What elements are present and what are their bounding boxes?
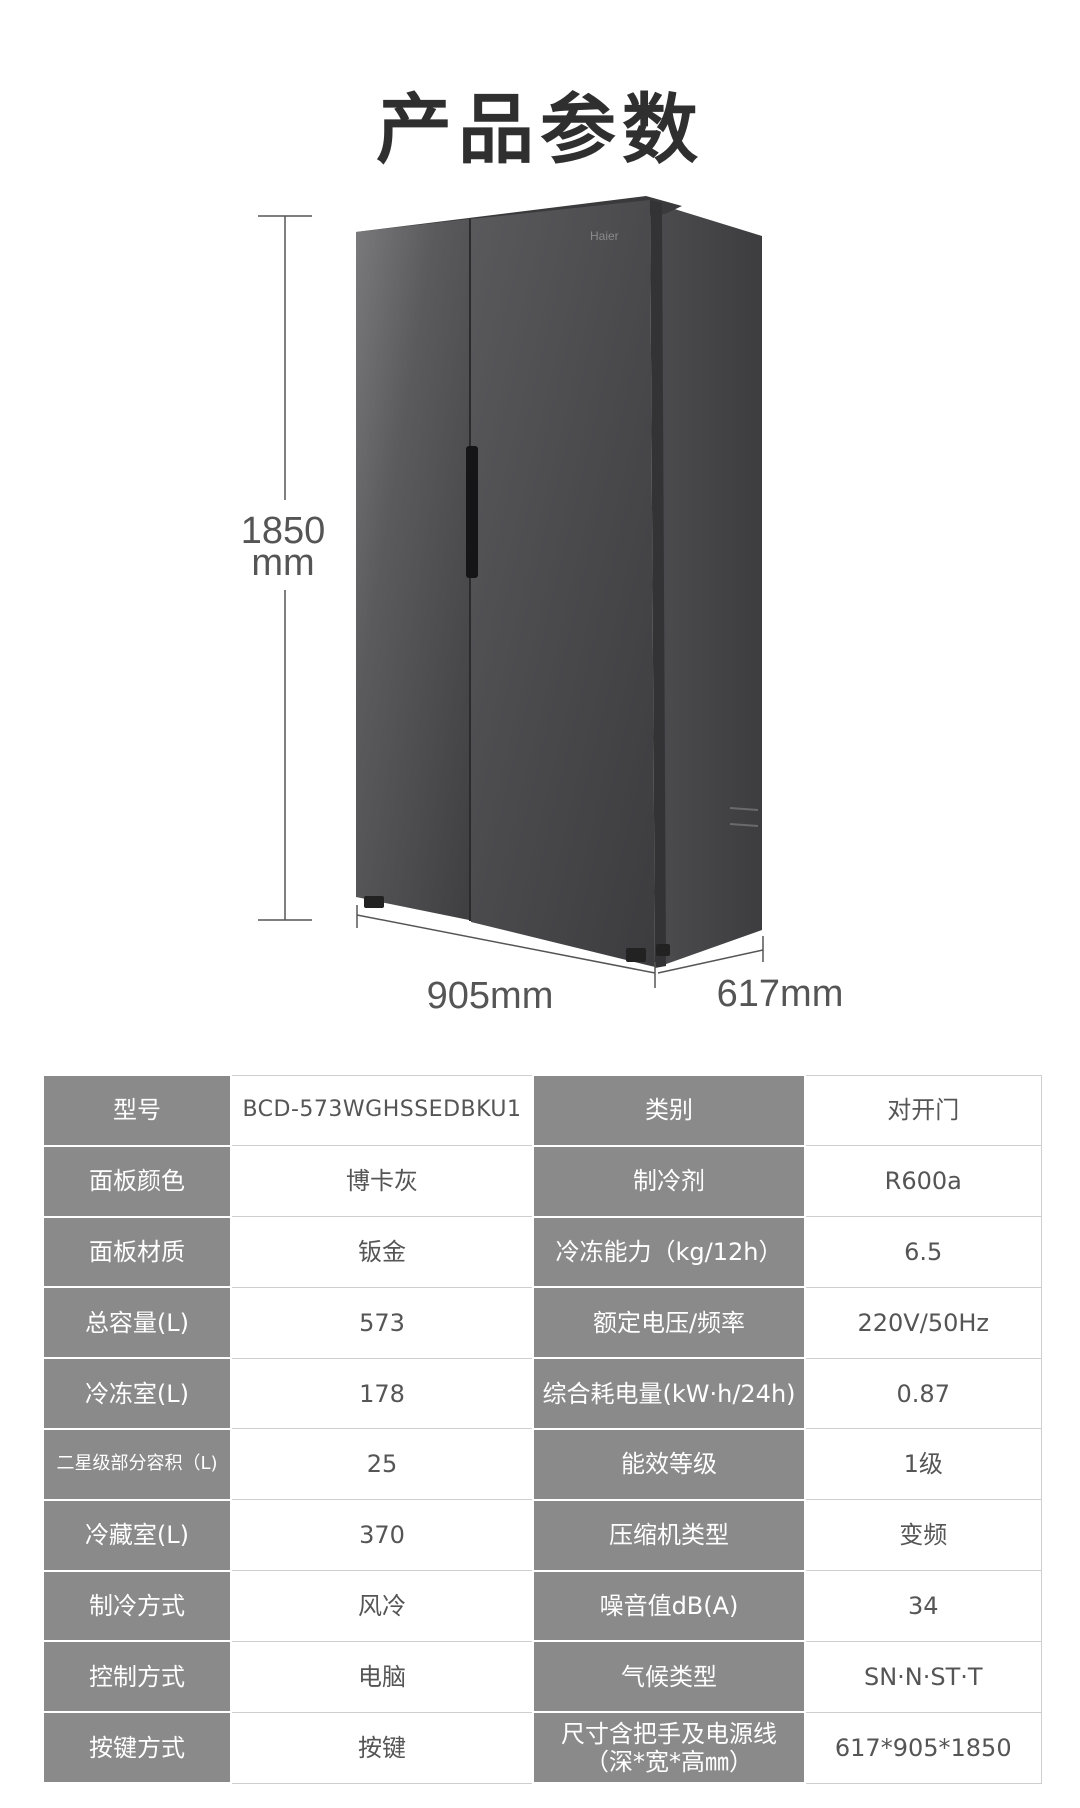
spec-label: 冷冻室(L) <box>42 1357 232 1430</box>
spec-value: 220V/50Hz <box>804 1286 1042 1359</box>
fridge-handle <box>466 446 478 578</box>
spec-value: 573 <box>230 1286 534 1359</box>
spec-value: 34 <box>804 1570 1042 1642</box>
fridge-left-door <box>356 219 469 920</box>
height-dimension-label: 1850 mm <box>228 510 338 584</box>
spec-label: 二星级部分容积（L) <box>42 1427 232 1501</box>
depth-dimension-line <box>657 936 764 974</box>
table-row: 冷冻室(L) 178 综合耗电量(kW·h/24h) 0.87 <box>42 1357 1042 1430</box>
table-row: 制冷方式 风冷 噪音值dB(A) 34 <box>42 1569 1042 1643</box>
spec-value: 对开门 <box>804 1074 1042 1147</box>
spec-value: SN·N·ST·T <box>804 1640 1042 1713</box>
spec-label: 噪音值dB(A) <box>532 1569 806 1643</box>
fridge-right-door <box>471 200 655 967</box>
spec-label: 压缩机类型 <box>532 1498 806 1572</box>
table-row: 二星级部分容积（L) 25 能效等级 1级 <box>42 1427 1042 1501</box>
spec-label: 气候类型 <box>532 1640 806 1714</box>
spec-value: 电脑 <box>230 1640 534 1713</box>
spec-value: BCD-573WGHSSEDBKU1 <box>230 1074 534 1147</box>
table-row: 按键方式 按键 尺寸含把手及电源线 （深*宽*高㎜） 617*905*1850 <box>42 1711 1042 1784</box>
spec-label: 类别 <box>532 1074 806 1147</box>
spec-value: 617*905*1850 <box>804 1711 1042 1784</box>
page-title: 产品参数 <box>376 85 704 174</box>
spec-label: 能效等级 <box>532 1427 806 1501</box>
spec-label: 按键方式 <box>42 1711 232 1784</box>
spec-label: 额定电压/频率 <box>532 1286 806 1360</box>
height-value: 1850 <box>240 510 326 552</box>
fridge-feet <box>364 896 670 962</box>
spec-value: 钣金 <box>230 1216 534 1288</box>
spec-label: 制冷方式 <box>42 1569 232 1643</box>
spec-value: 25 <box>230 1428 534 1501</box>
spec-label: 控制方式 <box>42 1640 232 1714</box>
side-vents <box>729 807 759 827</box>
spec-value: 6.5 <box>804 1216 1042 1288</box>
brand-logo: Haier <box>590 229 619 243</box>
spec-label: 冷藏室(L) <box>42 1498 232 1572</box>
spec-table: 型号 BCD-573WGHSSEDBKU1 类别 对开门 面板颜色 博卡灰 制冷… <box>42 1074 1042 1784</box>
spec-label: 冷冻能力（kg/12h） <box>532 1215 806 1289</box>
spec-value: 按键 <box>230 1711 534 1784</box>
height-dimension-line <box>258 215 312 921</box>
spec-value: 变频 <box>804 1499 1042 1572</box>
spec-label: 型号 <box>42 1074 232 1147</box>
table-row: 面板颜色 博卡灰 制冷剂 R600a <box>42 1144 1042 1218</box>
spec-value: 178 <box>230 1357 534 1430</box>
spec-label-dimensions: 尺寸含把手及电源线 （深*宽*高㎜） <box>532 1711 806 1784</box>
spec-label: 综合耗电量(kW·h/24h) <box>532 1357 806 1430</box>
spec-label: 面板颜色 <box>42 1144 232 1218</box>
spec-label: 制冷剂 <box>532 1144 806 1218</box>
table-row: 型号 BCD-573WGHSSEDBKU1 类别 对开门 <box>42 1074 1042 1147</box>
width-dimension-line <box>356 905 656 988</box>
spec-value: 博卡灰 <box>230 1145 534 1218</box>
spec-value: 0.87 <box>804 1357 1042 1430</box>
spec-label-line: 尺寸含把手及电源线 <box>561 1719 777 1748</box>
table-row: 总容量(L) 573 额定电压/频率 220V/50Hz <box>42 1286 1042 1360</box>
spec-label: 总容量(L) <box>42 1286 232 1360</box>
spec-label-line: （深*宽*高㎜） <box>585 1747 753 1776</box>
table-row: 面板材质 钣金 冷冻能力（kg/12h） 6.5 <box>42 1215 1042 1289</box>
height-unit: mm <box>251 542 315 584</box>
fridge-illustration: Haier <box>258 196 764 988</box>
fridge-side-panel <box>655 203 762 968</box>
table-row: 控制方式 电脑 气候类型 SN·N·ST·T <box>42 1640 1042 1714</box>
spec-value: 1级 <box>804 1428 1042 1501</box>
depth-dimension-label: 617mm <box>716 973 844 1015</box>
spec-label: 面板材质 <box>42 1215 232 1289</box>
table-row: 冷藏室(L) 370 压缩机类型 变频 <box>42 1498 1042 1572</box>
spec-value: 风冷 <box>230 1570 534 1642</box>
spec-value: 370 <box>230 1499 534 1572</box>
width-dimension-label: 905mm <box>426 975 554 1017</box>
spec-value: R600a <box>804 1145 1042 1218</box>
